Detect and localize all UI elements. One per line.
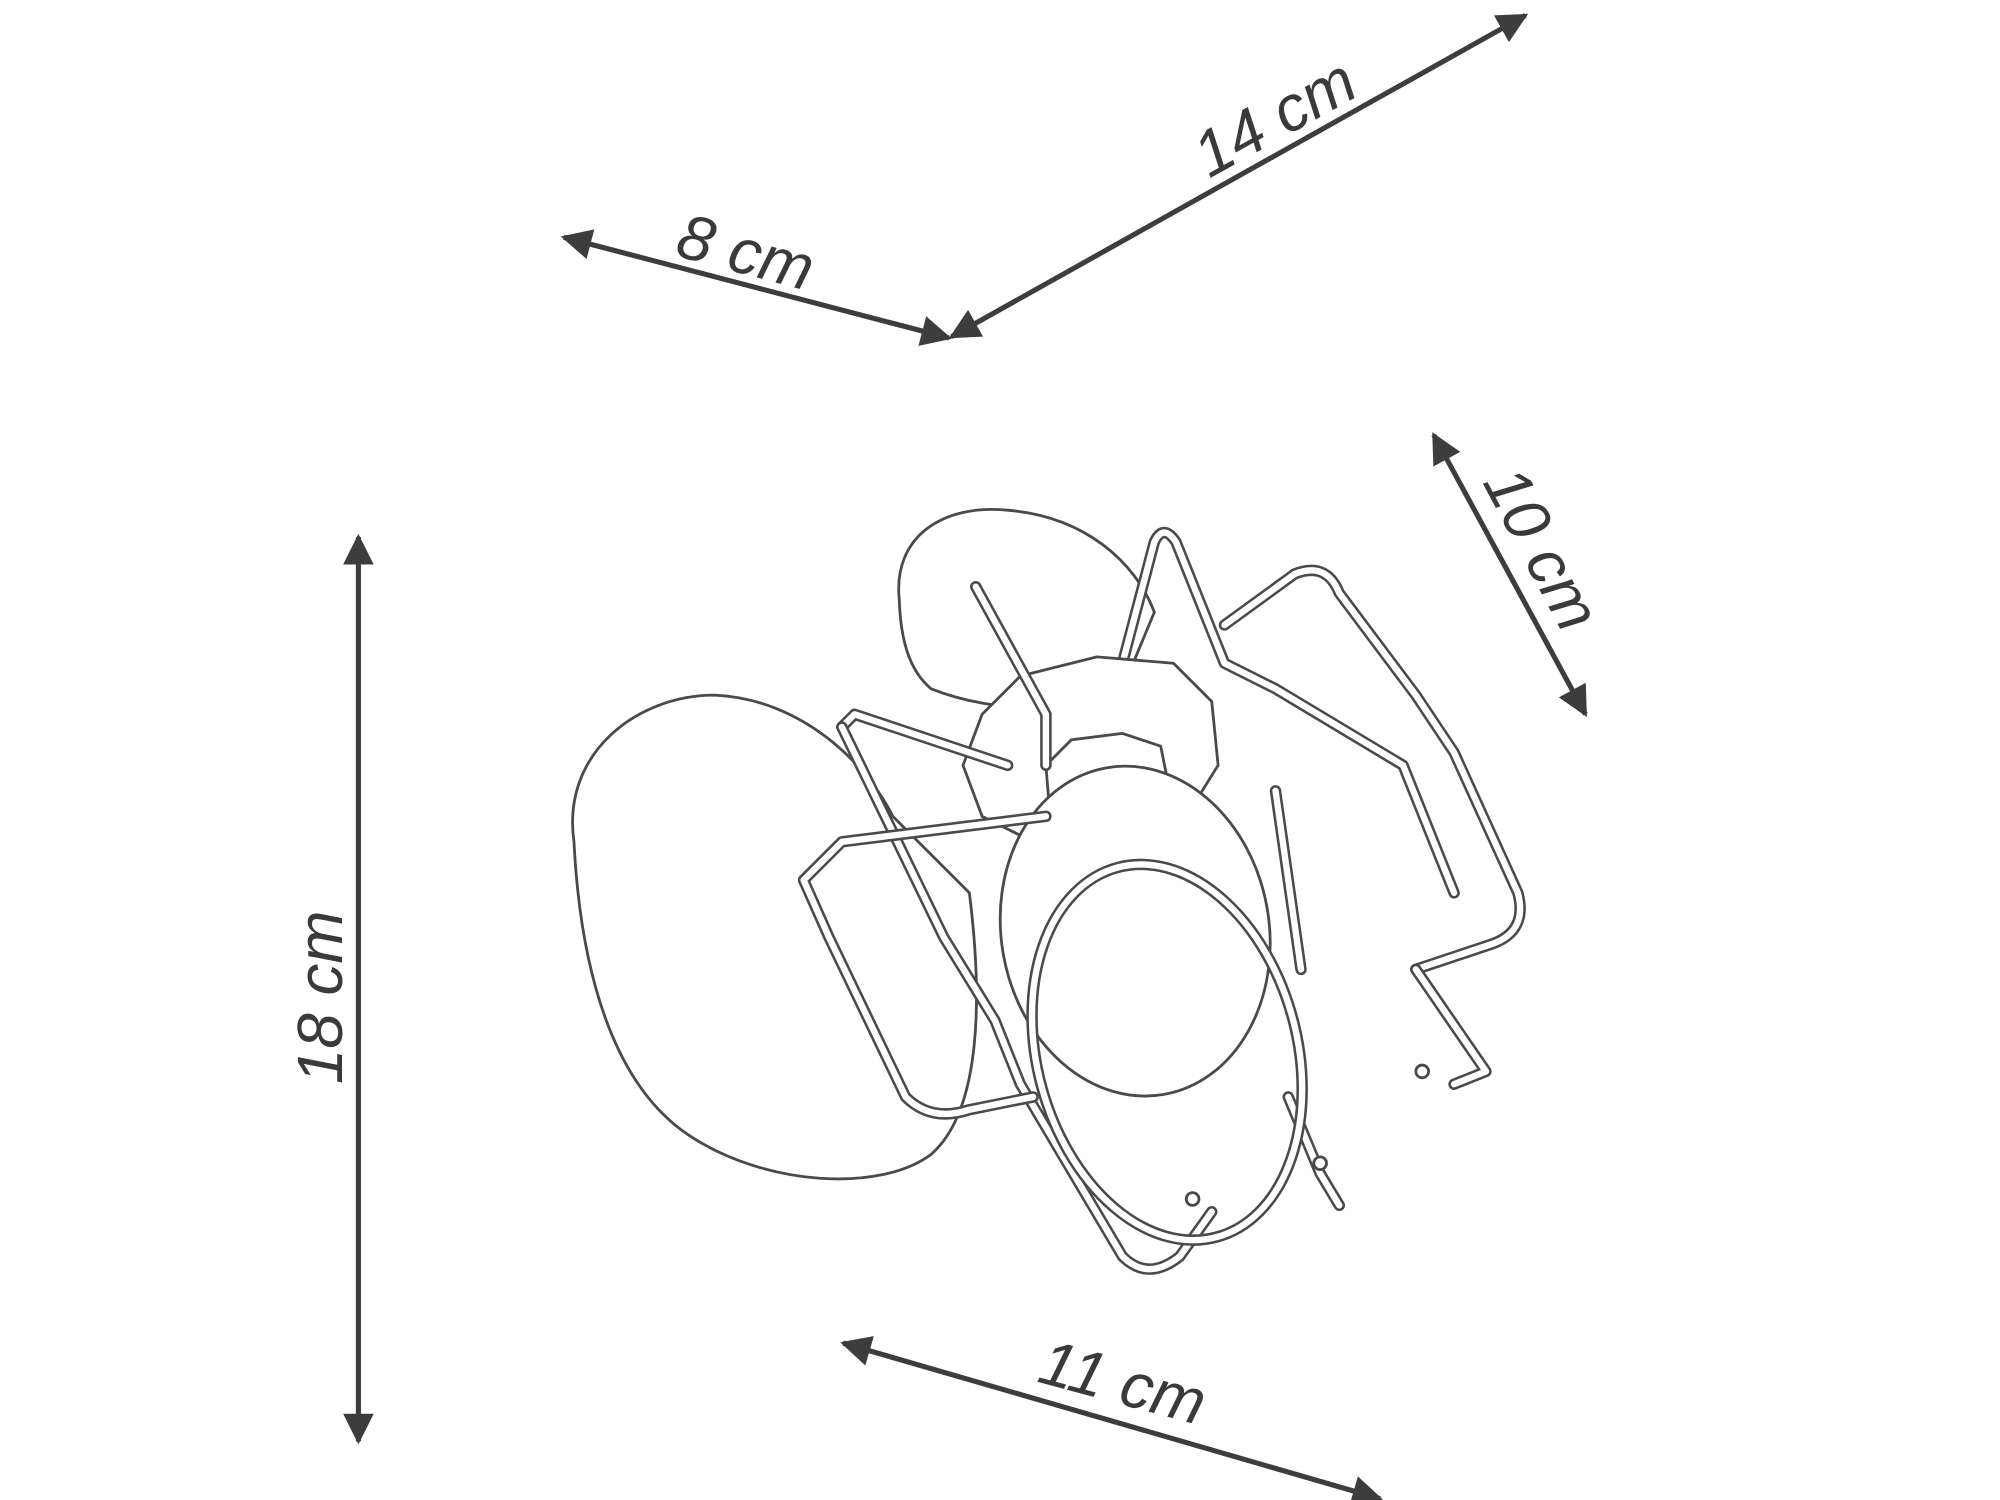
left-shade: [571, 693, 978, 1181]
front-wire-cage: [797, 580, 1492, 1275]
cage-rivet: [1312, 1155, 1328, 1172]
dimension-label-18cm: 18 cm: [284, 911, 356, 1085]
dimension-14cm: 14 cm: [948, 13, 1529, 339]
front-globe: [998, 764, 1272, 1098]
dimension-arrow: [948, 13, 1529, 339]
cage-rivet: [1414, 1063, 1430, 1080]
lamp-illustration: [571, 508, 1526, 1275]
dimension-10cm: 10 cm: [1431, 432, 1615, 717]
dimension-label-8cm: 8 cm: [670, 199, 822, 304]
dimension-18cm: 18 cm: [284, 533, 374, 1445]
back-wire-cage: [1116, 526, 1526, 976]
dimension-label-14cm: 14 cm: [1181, 44, 1368, 191]
dimension-arrow: [560, 229, 952, 346]
dimension-label-10cm: 10 cm: [1470, 455, 1615, 642]
cage-rivet: [1184, 1191, 1201, 1207]
dimension-arrow: [840, 1336, 1384, 1500]
dimension-arrow: [1431, 432, 1588, 717]
dimension-8cm: 8 cm: [560, 199, 952, 346]
dimension-11cm: 11 cm: [840, 1325, 1384, 1500]
